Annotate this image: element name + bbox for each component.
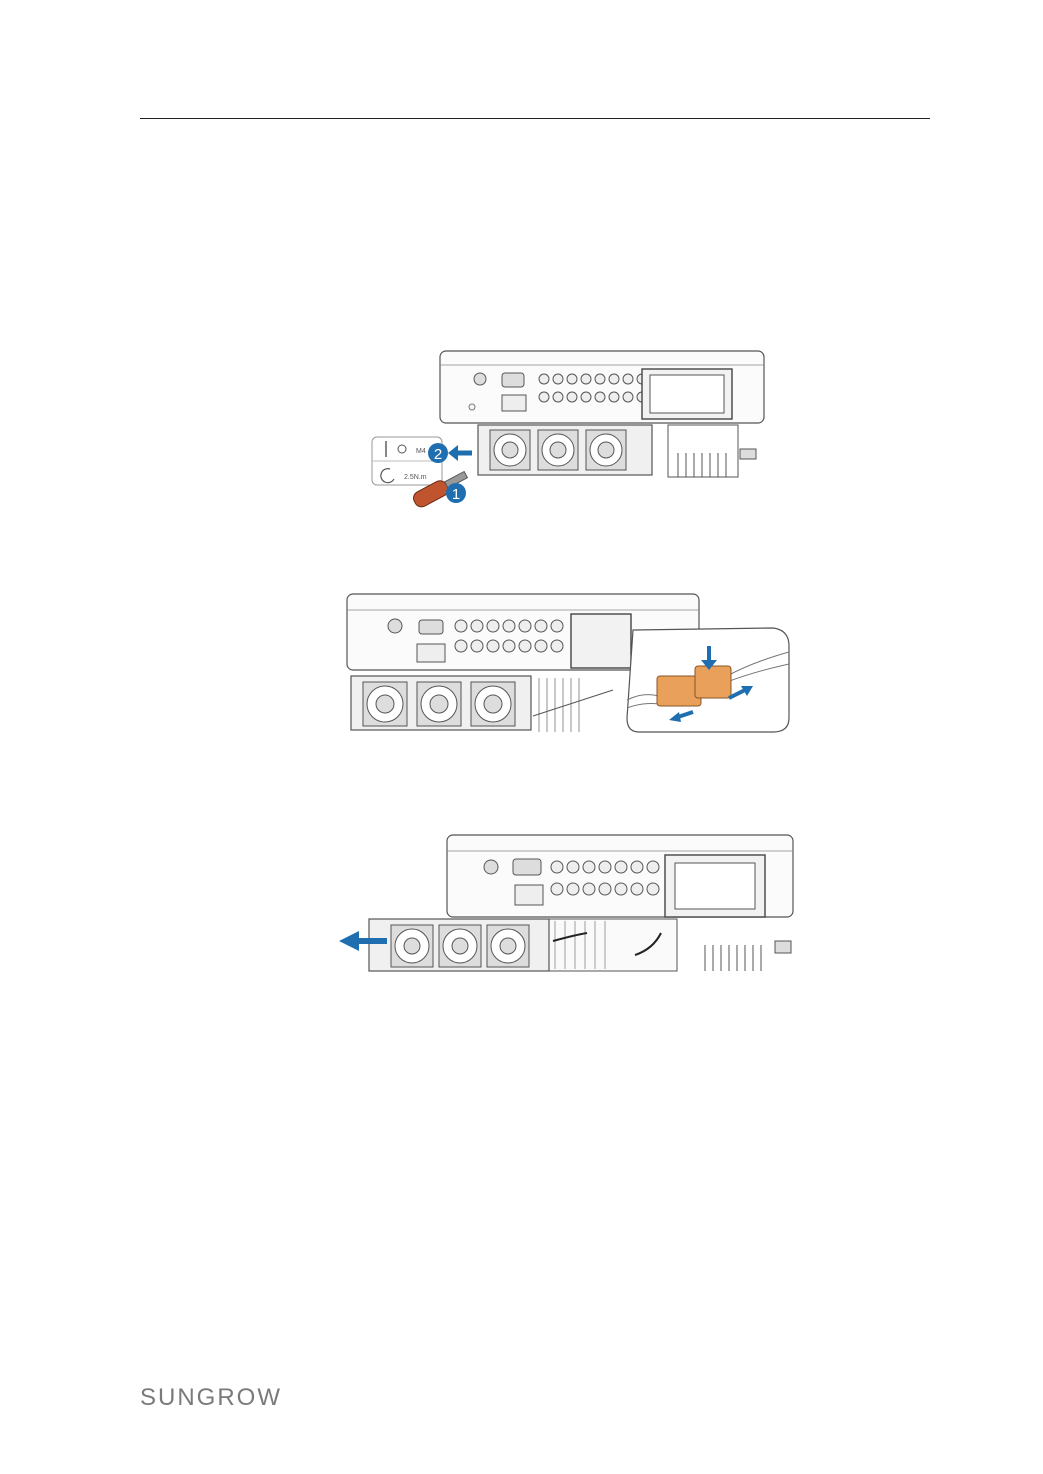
callout-2: 2 xyxy=(434,446,442,463)
callout-1: 1 xyxy=(452,486,460,503)
screw-size-label: M4 xyxy=(416,448,426,455)
figure-disconnect-connector xyxy=(343,590,793,740)
header-rule xyxy=(140,118,930,119)
brand-logo: SUNGROW xyxy=(140,1384,282,1412)
torque-label: 2.5N.m xyxy=(404,474,427,481)
figure-remove-screws: M4 2.5N.m 2 1 xyxy=(360,345,770,515)
figure-pull-out-fan-tray xyxy=(335,833,800,975)
